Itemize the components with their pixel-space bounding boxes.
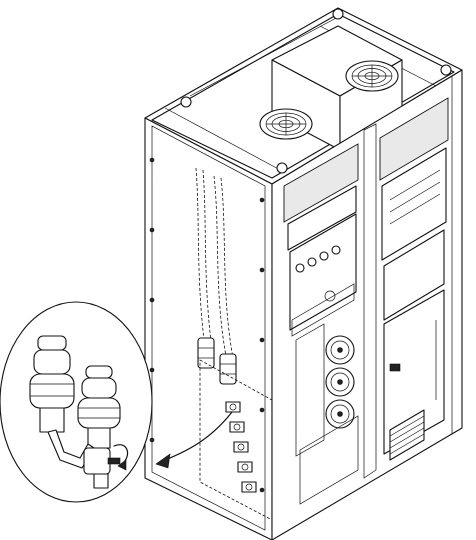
front-fan-3 [325, 399, 355, 429]
detail-fitting-right [77, 365, 121, 449]
front-fan-1 [325, 335, 355, 365]
top-fan-right [345, 60, 399, 92]
front-right-modules [379, 97, 449, 461]
front-left-modules [283, 143, 359, 337]
detail-valve [83, 447, 121, 489]
rotation-arrow-icon [113, 444, 129, 471]
detail-fitting-left [29, 335, 75, 433]
internal-hoses [195, 167, 237, 385]
detail-magnifier [0, 301, 153, 503]
callout-arrow-icon [155, 411, 233, 469]
cabinet-left-side-panel [144, 117, 273, 540]
front-fan-2 [325, 367, 355, 397]
top-fan-left [259, 108, 313, 140]
